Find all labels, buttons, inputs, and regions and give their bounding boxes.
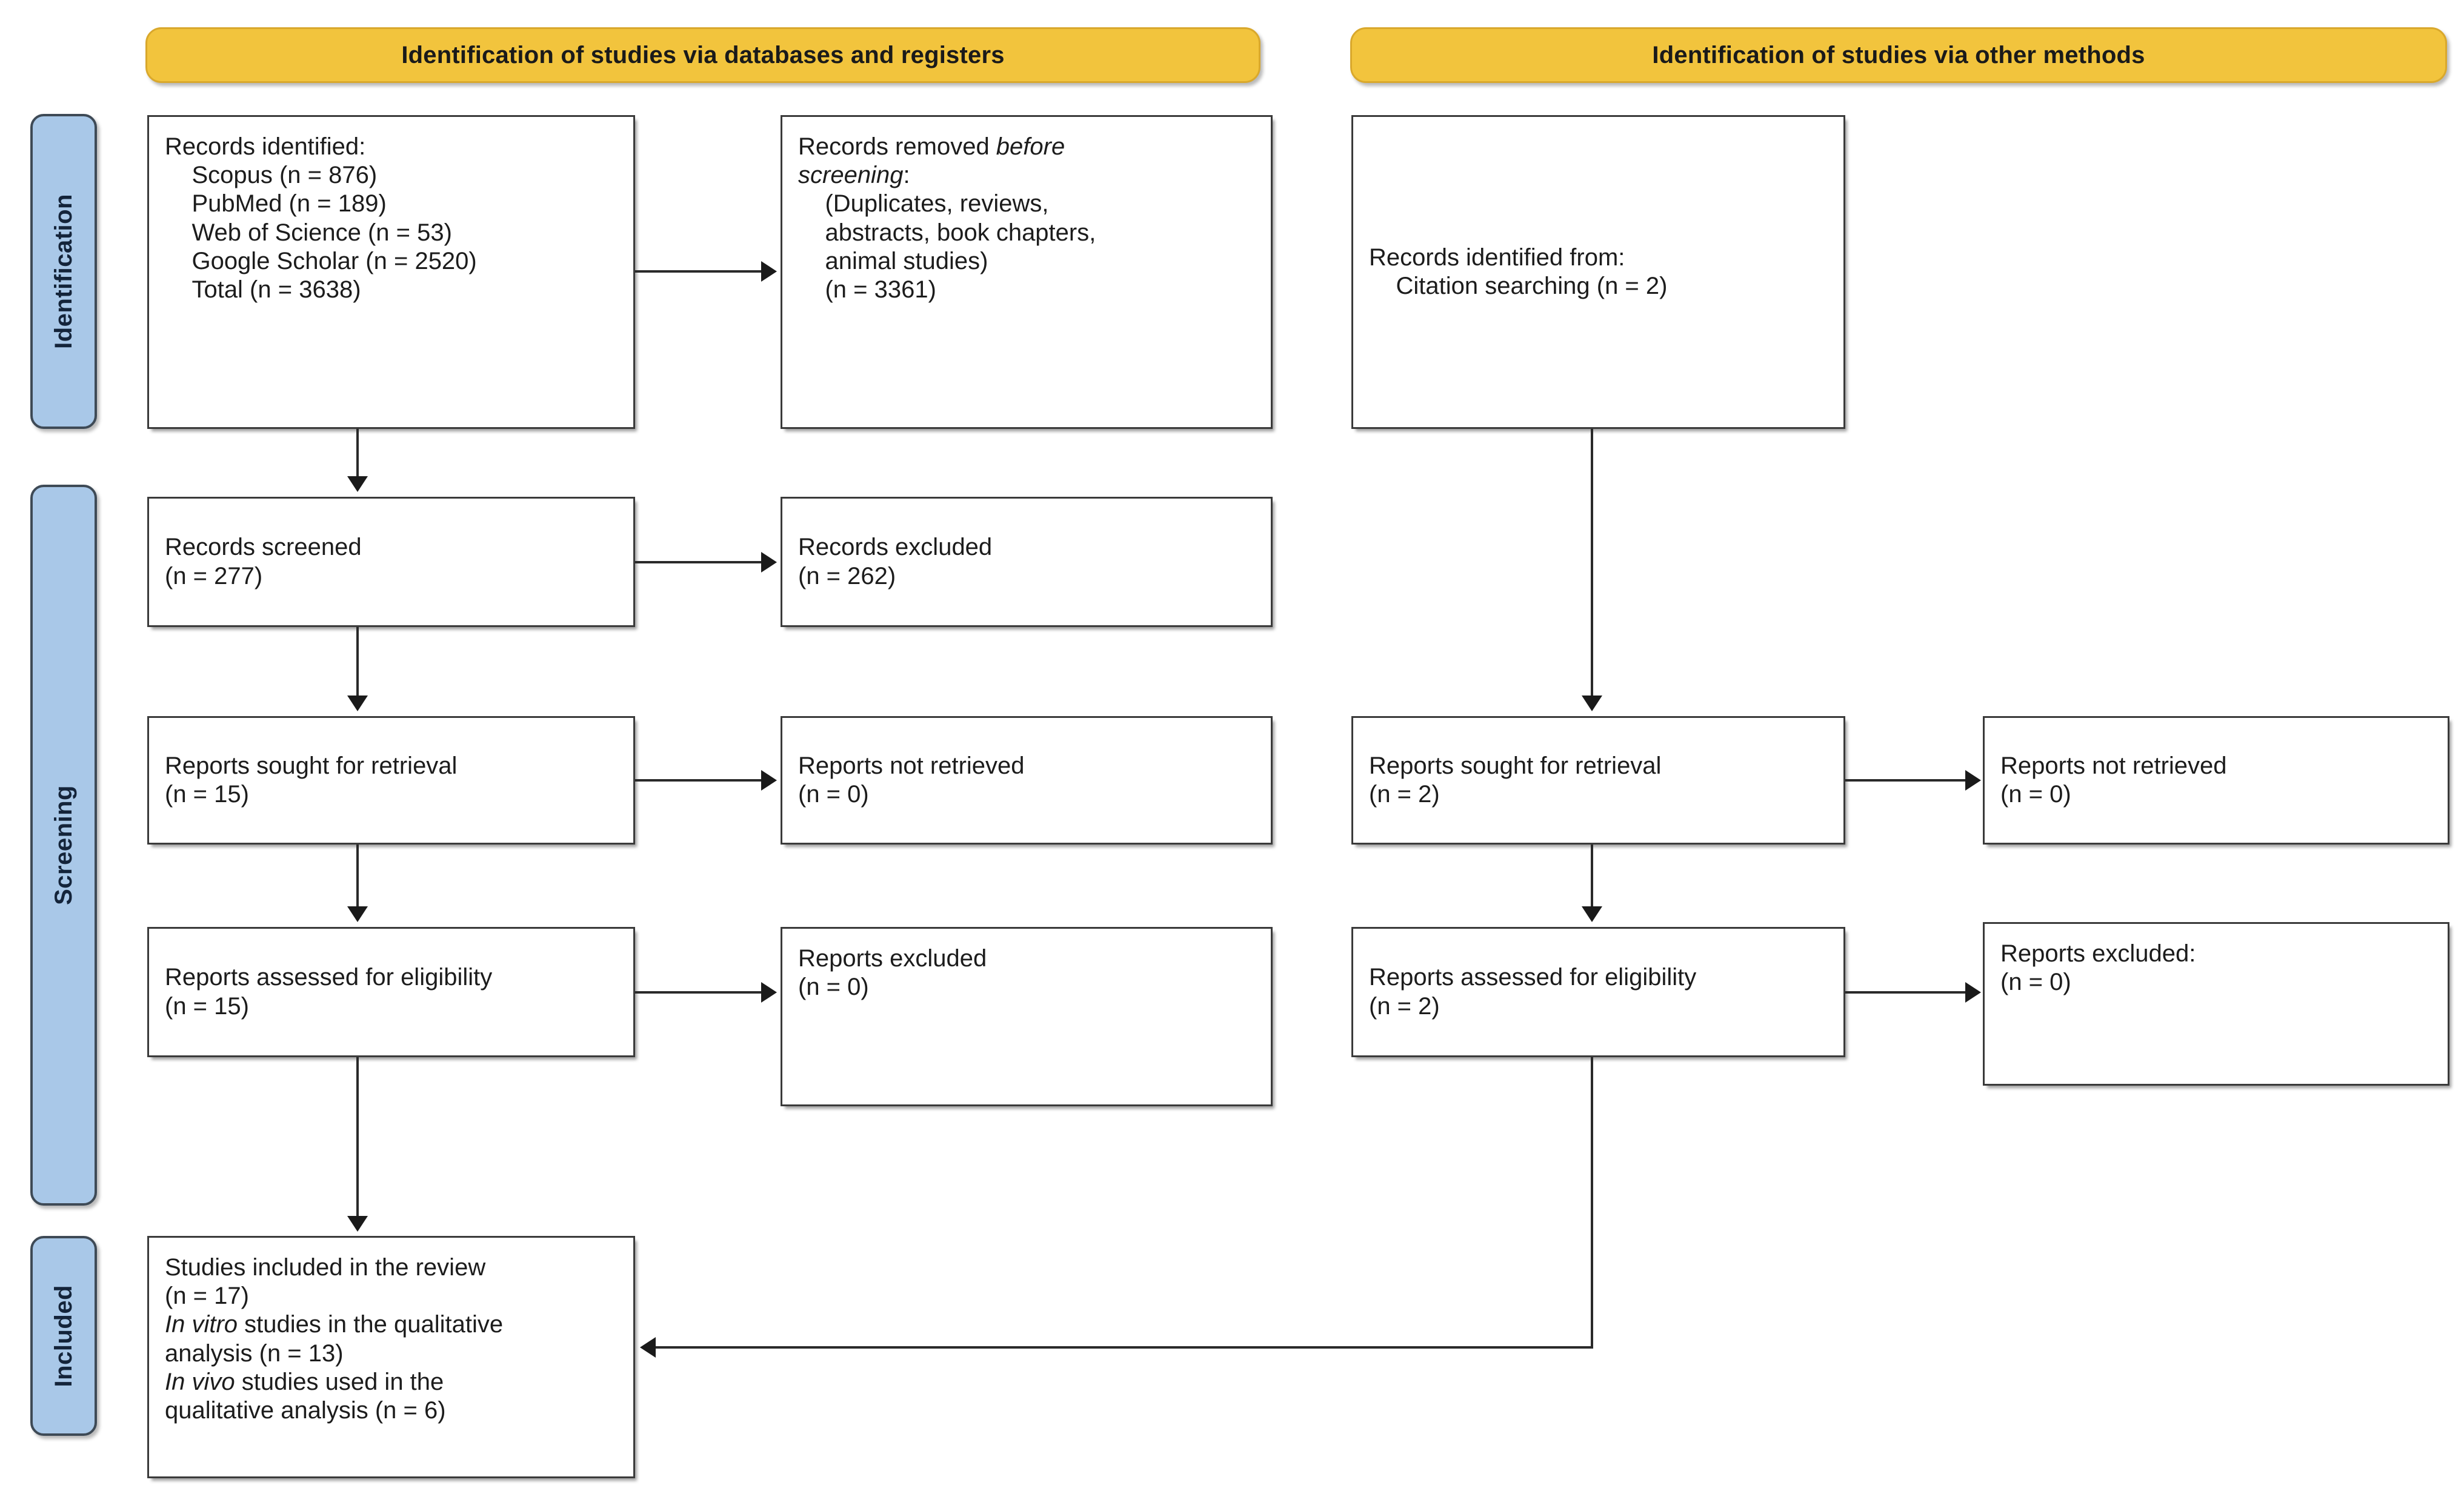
box-records-identified: Records identified: Scopus (n = 876) Pub… [147,115,635,429]
box-reports-sought-other-text: Reports sought for retrieval (n = 2) [1369,752,1662,808]
connector-screened-to-sought [356,627,359,696]
phase-tab-screening-label: Screening [50,785,77,905]
phase-tab-identification: Identification [30,114,97,429]
box-reports-excluded-other-text: Reports excluded: (n = 0) [2000,940,2196,996]
box-studies-included-text: Studies included in the review(n = 17)In… [165,1253,618,1425]
arrow-other-sought-to-not-retrieved [1965,770,1981,791]
arrow-other-sought-to-assessed [1582,906,1602,922]
box-reports-not-retrieved-databases-text: Reports not retrieved (n = 0) [798,752,1025,808]
box-records-excluded: Records excluded (n = 262) [781,497,1273,627]
arrow-sought-to-assessed [347,906,368,922]
box-reports-sought-databases-text: Reports sought for retrieval (n = 15) [165,752,458,808]
connector-other-assessed-to-excluded [1845,991,1965,994]
studies-included-line5-rest: studies used in the [235,1368,444,1395]
studies-included-line1: Studies included in the review [165,1254,486,1281]
studies-included-line5-italic: In vivo [165,1368,235,1395]
connector-other-sought-to-not-retrieved [1845,779,1965,782]
arrow-other-assessed-to-included [640,1337,656,1358]
phase-tab-included-label: Included [50,1284,77,1387]
arrow-identified-to-removed [761,261,777,282]
connector-other-assessed-to-included-vertical [1591,1057,1593,1349]
box-reports-excluded-databases: Reports excluded (n = 0) [781,927,1273,1106]
box-reports-sought-databases: Reports sought for retrieval (n = 15) [147,716,635,845]
connector-sought-to-assessed [356,845,359,906]
banner-databases-registers: Identification of studies via databases … [145,27,1260,83]
arrow-sought-to-not-retrieved [761,770,777,791]
records-removed-colon: : [903,162,910,189]
box-records-screened: Records screened (n = 277) [147,497,635,627]
box-records-excluded-text: Records excluded (n = 262) [798,534,993,589]
records-removed-prefix: Records removed [798,133,996,160]
connector-screened-to-excluded [635,561,761,563]
records-removed-rest: (Duplicates, reviews, abstracts, book ch… [825,190,1096,303]
arrow-identified-to-screened [347,476,368,492]
box-records-identified-other-text: Records identified from: Citation search… [1369,244,1668,299]
arrow-assessed-to-excluded [761,982,777,1003]
connector-other-assessed-to-included-horizontal [656,1346,1593,1349]
banner-databases-registers-label: Identification of studies via databases … [401,41,1005,68]
box-records-removed-text: Records removed before screening: (Duplic… [798,133,1255,304]
studies-included-line6: qualitative analysis (n = 6) [165,1396,446,1424]
box-reports-not-retrieved-databases: Reports not retrieved (n = 0) [781,716,1273,845]
banner-other-methods-label: Identification of studies via other meth… [1652,41,2145,68]
box-reports-assessed-databases-text: Reports assessed for eligibility (n = 15… [165,964,493,1020]
box-reports-not-retrieved-other: Reports not retrieved (n = 0) [1983,716,2449,845]
box-reports-sought-other: Reports sought for retrieval (n = 2) [1351,716,1845,845]
box-records-identified-other: Records identified from: Citation search… [1351,115,1845,429]
box-reports-assessed-other: Reports assessed for eligibility (n = 2) [1351,927,1845,1057]
studies-included-line3-rest: studies in the qualitative [238,1311,504,1338]
records-removed-italic-before: before [996,133,1065,160]
phase-tab-screening: Screening [30,485,97,1206]
box-records-screened-text: Records screened (n = 277) [165,534,362,589]
box-records-removed-before-screening: Records removed before screening: (Duplic… [781,115,1273,429]
box-studies-included: Studies included in the review(n = 17)In… [147,1236,635,1478]
banner-other-methods: Identification of studies via other meth… [1350,27,2447,83]
box-reports-not-retrieved-other-text: Reports not retrieved (n = 0) [2000,752,2227,808]
connector-assessed-to-excluded [635,991,761,994]
phase-tab-included: Included [30,1236,97,1436]
box-reports-assessed-databases: Reports assessed for eligibility (n = 15… [147,927,635,1057]
studies-included-line3-italic: In vitro [165,1311,238,1338]
studies-included-line4: analysis (n = 13) [165,1340,344,1367]
box-reports-excluded-databases-text: Reports excluded (n = 0) [798,945,987,1001]
connector-identified-to-screened [356,429,359,476]
connector-assessed-to-included [356,1057,359,1216]
records-removed-italic-screening: screening [798,162,904,189]
connector-other-identified-to-sought [1591,429,1593,696]
box-reports-assessed-other-text: Reports assessed for eligibility (n = 2) [1369,964,1697,1020]
arrow-screened-to-sought [347,696,368,711]
studies-included-line2: (n = 17) [165,1283,249,1310]
box-reports-excluded-other: Reports excluded: (n = 0) [1983,922,2449,1086]
connector-identified-to-removed [635,270,761,273]
arrow-screened-to-excluded [761,552,777,573]
arrow-other-identified-to-sought [1582,696,1602,711]
box-records-identified-text: Records identified: Scopus (n = 876) Pub… [165,133,477,303]
connector-other-sought-to-assessed [1591,845,1593,906]
arrow-assessed-to-included [347,1216,368,1232]
arrow-other-assessed-to-excluded [1965,982,1981,1003]
connector-sought-to-not-retrieved [635,779,761,782]
phase-tab-identification-label: Identification [50,194,77,349]
